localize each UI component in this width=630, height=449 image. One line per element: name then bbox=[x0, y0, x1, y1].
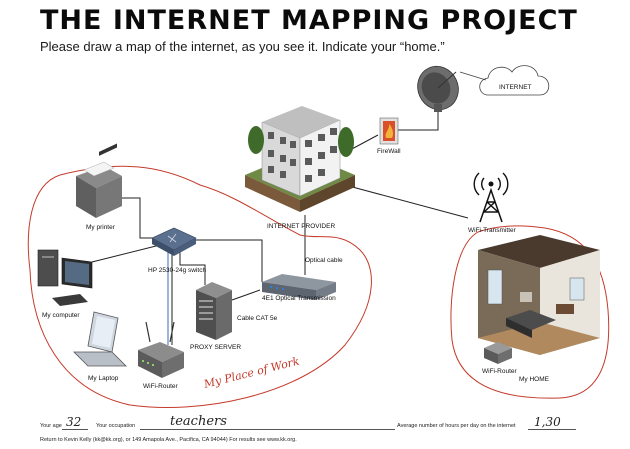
page-subtitle: Please draw a map of the internet, as yo… bbox=[40, 39, 445, 54]
home-wifi-router-icon bbox=[484, 342, 512, 364]
link-printer-switch bbox=[122, 197, 158, 239]
printer-label: My printer bbox=[86, 224, 116, 231]
firewall-label: FireWall bbox=[377, 148, 401, 155]
link-dish-cloud bbox=[459, 71, 487, 81]
page-title: THE INTERNET MAPPING PROJECT bbox=[40, 5, 578, 36]
internet-provider-label: INTERNET PROVIDER bbox=[267, 223, 335, 230]
link-switch-proxy bbox=[179, 250, 206, 285]
internet-cloud-icon bbox=[479, 65, 550, 96]
link-provider-wifi bbox=[344, 184, 469, 219]
hours-label: Average number of hours per day on the i… bbox=[397, 423, 516, 429]
age-value: 32 bbox=[66, 415, 82, 429]
office-building-icon bbox=[245, 106, 355, 212]
occupation-line bbox=[140, 429, 395, 430]
return-address: Return to Kevin Kelly (kk@kk.org), or 14… bbox=[40, 437, 297, 443]
hours-value: 1,30 bbox=[534, 415, 561, 429]
satellite-dish-icon bbox=[417, 65, 459, 112]
computer-label: My computer bbox=[42, 312, 80, 319]
survey-form-row: Your age 32 Your occupation teachers Ave… bbox=[40, 414, 600, 430]
optical-transmission-label: 4E1 Optical Transmission bbox=[262, 295, 336, 302]
link-dish-firewall bbox=[398, 110, 439, 131]
wifi-transmitter-label: WiFi-Transmitter bbox=[468, 227, 517, 234]
occupation-value: teachers bbox=[170, 414, 227, 429]
age-label: Your age bbox=[40, 423, 62, 429]
desktop-computer-icon bbox=[37, 249, 93, 306]
my-place-of-work-annotation: My Place of Work bbox=[202, 355, 301, 392]
wifi-transmitter-tower-icon bbox=[473, 172, 509, 223]
optical-transmission-icon bbox=[262, 274, 336, 300]
proxy-server-icon bbox=[196, 282, 232, 340]
network-switch-icon bbox=[151, 227, 197, 256]
switch-label: HP 2530-24g switch bbox=[148, 267, 206, 274]
link-proxy-optical bbox=[231, 289, 261, 301]
printer-icon bbox=[76, 143, 122, 218]
proxy-server-label: PROXY SERVER bbox=[190, 344, 241, 351]
home-boundary-red bbox=[450, 225, 610, 399]
internet-label: INTERNET bbox=[499, 84, 532, 91]
link-switch-computer bbox=[91, 244, 161, 263]
cable-cat-label: Cable CAT 5e bbox=[237, 315, 278, 322]
laptop-icon bbox=[73, 311, 127, 367]
laptop-label: My Laptop bbox=[88, 375, 119, 382]
hours-line bbox=[528, 429, 576, 430]
wifi-router-left-label: WiFi-Router bbox=[143, 383, 179, 390]
link-firewall-provider bbox=[349, 134, 379, 151]
workplace-boundary-red bbox=[27, 165, 372, 408]
link-switch-optical bbox=[195, 239, 263, 282]
home-label: My HOME bbox=[519, 376, 550, 383]
optical-cable-label: Optical cable bbox=[305, 257, 343, 264]
home-room-icon bbox=[478, 235, 600, 355]
firewall-icon bbox=[379, 117, 399, 145]
home-wifi-router-label: WiFi-Router bbox=[482, 368, 518, 375]
occupation-label: Your occupation bbox=[96, 423, 136, 429]
age-line bbox=[62, 429, 88, 430]
wifi-router-icon bbox=[138, 321, 184, 378]
